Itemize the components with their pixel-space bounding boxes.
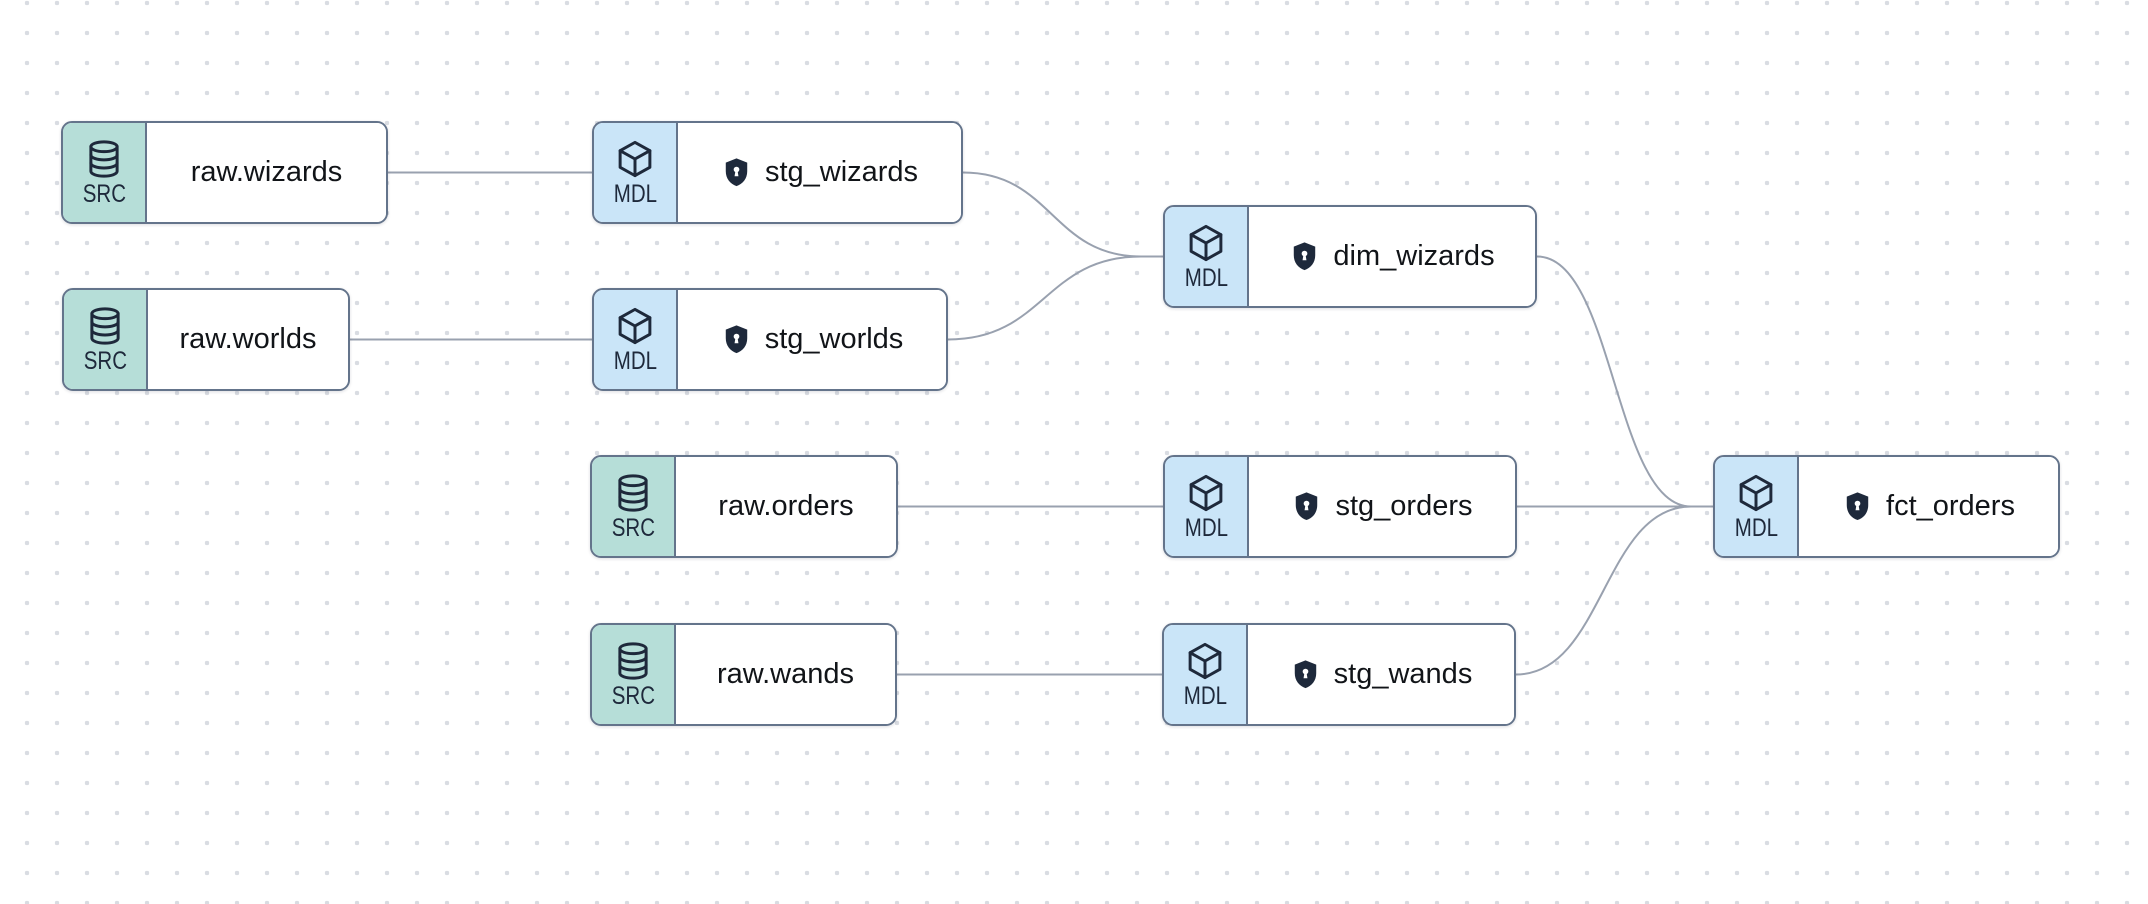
node-body: stg_wands [1248,625,1514,724]
edge-stg_wizards-dim_wizards [962,171,1163,258]
shield-lock-icon [1289,240,1320,273]
cube-icon [1735,472,1777,514]
node-body: raw.wizards [147,123,386,222]
edge-stg_worlds-dim_wizards [947,255,1163,341]
node-label: raw.wizards [190,156,343,188]
lineage-node-raw_wizards[interactable]: SRC raw.wizards [61,121,388,224]
shield-lock-icon [1842,490,1873,523]
node-type-badge: MDL [1164,625,1248,724]
node-label: dim_wizards [1333,240,1495,272]
node-label: stg_wands [1333,658,1473,690]
lineage-node-stg_orders[interactable]: MDL stg_orders [1163,455,1517,558]
node-label: raw.wands [716,658,854,690]
node-label: raw.worlds [179,323,317,355]
edge-stg_wands-fct_orders [1515,505,1713,676]
database-icon [612,640,654,682]
node-type-badge: SRC [63,123,147,222]
node-body: stg_wizards [678,123,961,222]
node-body: dim_wizards [1249,207,1535,306]
shield-lock-icon [1291,490,1322,523]
lineage-node-stg_wands[interactable]: MDL stg_wands [1162,623,1516,726]
cube-icon [1184,640,1226,682]
node-body: raw.orders [676,457,896,556]
node-label: fct_orders [1886,490,2015,522]
node-type-badge: MDL [1165,457,1249,556]
node-type-badge: MDL [594,290,678,389]
edge-dim_wizards-fct_orders [1536,255,1713,508]
node-body: raw.wands [676,625,895,724]
lineage-node-stg_worlds[interactable]: MDL stg_worlds [592,288,948,391]
cube-icon [614,305,656,347]
lineage-node-raw_worlds[interactable]: SRC raw.worlds [62,288,350,391]
node-label: stg_worlds [764,323,904,355]
node-type-badge: SRC [592,625,676,724]
lineage-node-raw_wands[interactable]: SRC raw.wands [590,623,897,726]
node-body: raw.worlds [148,290,348,389]
lineage-node-fct_orders[interactable]: MDL fct_orders [1713,455,2060,558]
lineage-node-raw_orders[interactable]: SRC raw.orders [590,455,898,558]
cube-icon [1185,472,1227,514]
node-type-badge: SRC [64,290,148,389]
node-label: raw.orders [718,490,854,522]
lineage-node-dim_wizards[interactable]: MDL dim_wizards [1163,205,1537,308]
lineage-node-stg_wizards[interactable]: MDL stg_wizards [592,121,963,224]
cube-icon [614,138,656,180]
node-body: stg_orders [1249,457,1515,556]
node-body: stg_worlds [678,290,946,389]
database-icon [612,472,654,514]
node-label: stg_wizards [764,156,919,188]
database-icon [84,305,126,347]
node-type-badge: SRC [592,457,676,556]
node-type-badge: MDL [1715,457,1799,556]
node-type-badge: MDL [594,123,678,222]
node-type-badge: MDL [1165,207,1249,306]
shield-lock-icon [721,156,752,189]
database-icon [83,138,125,180]
shield-lock-icon [1290,658,1321,691]
cube-icon [1185,222,1227,264]
node-label: stg_orders [1335,490,1473,522]
node-body: fct_orders [1799,457,2058,556]
shield-lock-icon [721,323,752,356]
